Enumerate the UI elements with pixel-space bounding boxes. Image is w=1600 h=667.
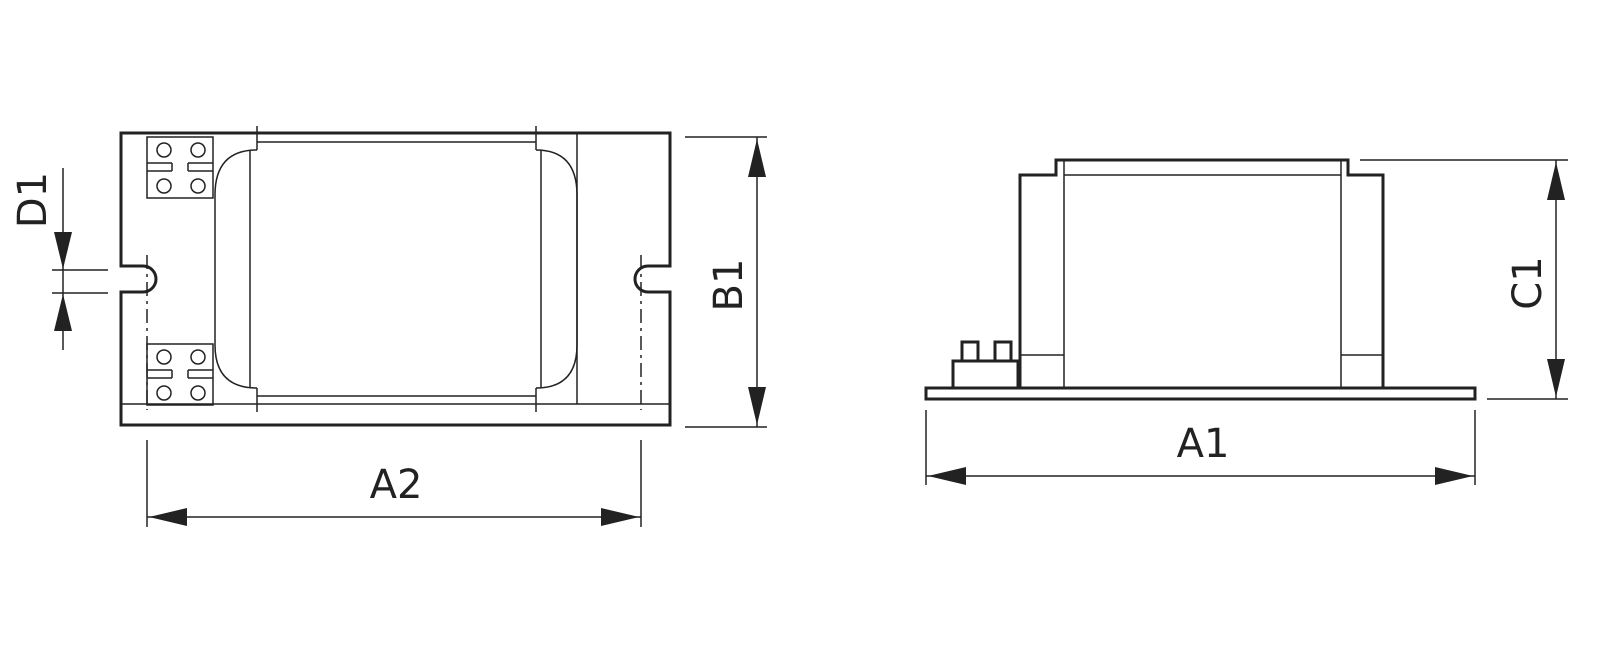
top-view: B1 A2 D1 <box>10 126 767 527</box>
dimension-b1: B1 <box>685 136 767 428</box>
label-a2: A2 <box>370 462 423 508</box>
dimension-a2: A2 <box>146 440 642 527</box>
dimension-c1: C1 <box>1360 159 1568 400</box>
terminal-block-bottom <box>146 343 214 406</box>
dimension-d1: D1 <box>10 168 108 350</box>
ballast-body <box>1018 158 1385 388</box>
dimension-a1: A1 <box>925 410 1476 485</box>
base-plate <box>924 386 1477 401</box>
label-a1: A1 <box>1177 421 1230 467</box>
coil <box>214 126 578 412</box>
label-d1: D1 <box>10 172 56 228</box>
label-c1: C1 <box>1505 256 1551 309</box>
side-view: C1 A1 <box>924 158 1568 485</box>
label-b1: B1 <box>706 259 752 312</box>
top-view-outline <box>119 131 672 427</box>
terminal-block-top <box>146 136 214 199</box>
terminal-side <box>951 340 1020 390</box>
